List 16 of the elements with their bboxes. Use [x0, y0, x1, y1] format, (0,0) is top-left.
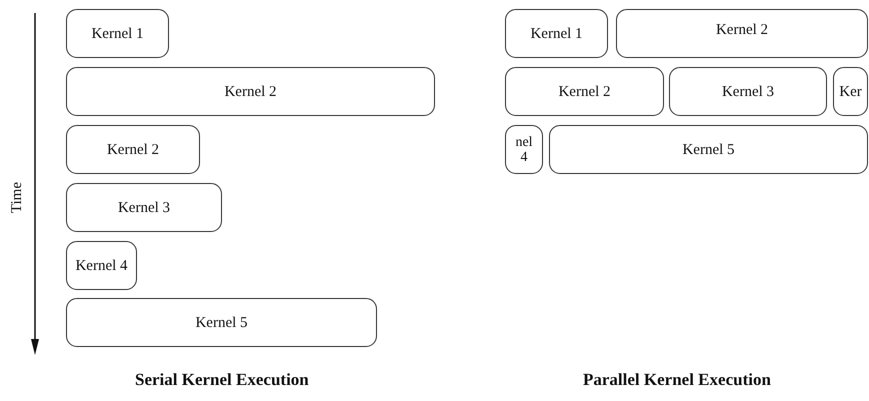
- kernel-box: Kernel 2: [66, 67, 435, 116]
- kernel-box: Kernel 3: [66, 183, 222, 232]
- kernel-box: Kernel 1: [505, 9, 608, 58]
- kernel-box: Kernel 5: [549, 125, 868, 174]
- kernel-box: Ker: [833, 67, 868, 116]
- kernel-box: Kernel 2: [616, 9, 868, 58]
- kernel-box: Kernel 2: [505, 67, 664, 116]
- kernel-box: Kernel 4: [66, 241, 137, 290]
- kernel-box: Kernel 2: [66, 125, 200, 174]
- caption: Serial Kernel Execution: [135, 370, 309, 390]
- kernel-box: nel 4: [505, 125, 543, 174]
- axis-label: Time: [9, 182, 26, 214]
- kernel-box: Kernel 1: [66, 9, 169, 58]
- kernel-box: Kernel 5: [66, 298, 377, 347]
- kernel-box: Kernel 3: [669, 67, 827, 116]
- caption: Parallel Kernel Execution: [583, 370, 771, 390]
